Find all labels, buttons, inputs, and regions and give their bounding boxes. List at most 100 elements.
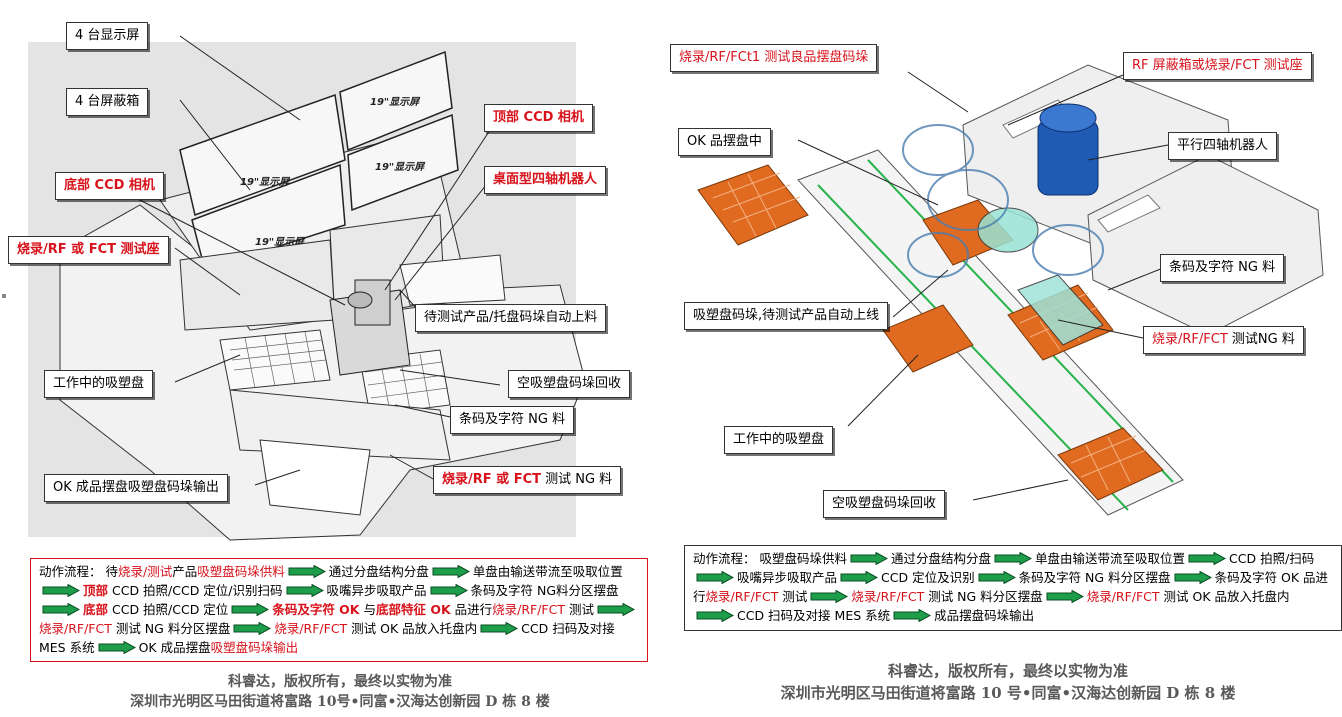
flow-text: 烧录/RF/FCT (1086, 589, 1160, 604)
callout-rf-shield: RF 屏蔽箱或烧录/FCT 测试座 (1123, 52, 1312, 80)
flow-arrow-icon (840, 571, 878, 584)
flow-arrow-icon (286, 584, 324, 597)
callout-test-seat: 烧录/RF 或 FCT 测试座 (8, 236, 169, 264)
flow-arrow-icon (994, 552, 1032, 565)
left-panel: 19"显示屏 19"显示屏 19"显示屏 19"显示屏 (0, 0, 660, 717)
footer-copyright: 科睿达，版权所有，最终以实物为准 (228, 674, 452, 690)
flow-arrow-icon (480, 622, 518, 635)
flow-text: 测试 OK 品放入托盘内 (1159, 589, 1290, 604)
footer-address: 深圳市光明区马田街道将富路 10号•同富•汉海达创新园 D 栋 8 楼 (130, 694, 550, 710)
flow-text: 吸嘴异步吸取产品 (326, 583, 427, 598)
callout-barcode-ng: 条码及字符 NG 料 (450, 406, 575, 434)
flow-arrow-icon (432, 565, 470, 578)
flow-text: 品进行 (450, 602, 493, 617)
screen-label-4: 19"显示屏 (375, 161, 426, 173)
flow-text: 成品摆盘码垛输出 (934, 608, 1035, 623)
flow-text: CCD 扫码及对接 MES 系统 (39, 621, 615, 655)
flow-text: 测试 NG 料分区摆盘 (924, 589, 1043, 604)
margin-dot (2, 294, 6, 298)
flow-text: 烧录/测试 (117, 564, 173, 579)
flow-text: 底部特征 OK (375, 602, 451, 617)
screen-label-1: 19"显示屏 (240, 176, 291, 188)
flow-arrow-icon (98, 641, 136, 654)
callout-empty-tray: 空吸塑盘码垛回收 (823, 490, 946, 518)
flow-arrow-icon (42, 603, 80, 616)
callout-test-ng-rest: 测试NG 料 (1227, 332, 1295, 347)
callout-ok-stack: 烧录/RF/FCt1 测试良品摆盘码垛 (670, 44, 878, 72)
flow-arrow-icon (597, 603, 635, 616)
right-footer: 科睿达，版权所有，最终以实物为准 深圳市光明区马田街道将富路 10 号•同富•汉… (688, 660, 1328, 704)
flow-arrow-icon (1174, 571, 1212, 584)
flow-text: 测试 (564, 602, 594, 617)
flow-arrow-icon (1188, 552, 1226, 565)
flow-text: 条码及字符 OK (272, 602, 360, 617)
callout-scara: 桌面型四轴机器人 (484, 166, 607, 194)
flow-arrow-icon (1046, 590, 1084, 603)
right-panel: 烧录/RF/FCt1 测试良品摆盘码垛 RF 屏蔽箱或烧录/FCT 测试座 OK… (668, 0, 1342, 717)
right-flow-box: 动作流程： 吸塑盘码垛供料 通过分盘结构分盘 单盘由输送带流至吸取位置 CCD 拍照/… (684, 545, 1342, 631)
flow-text: CCD 扫码及对接 MES 系统 (737, 608, 891, 623)
flow-arrow-icon (850, 552, 888, 565)
flow-text: 测试 NG 料分区摆盘 (111, 621, 231, 636)
flow-text: 条码及字符 NG 料分区摆盘 (1018, 570, 1171, 585)
flow-text: 烧录/RF/FCT (705, 589, 779, 604)
flow-arrow-icon (810, 590, 848, 603)
flow-arrow-icon (231, 603, 269, 616)
flow-arrow-icon (696, 571, 734, 584)
flow-text: CCD 拍照/扫码 (1229, 551, 1315, 566)
flow-text: 产品 (172, 564, 198, 579)
flow-text: 顶部 (83, 583, 109, 598)
flow-text: 吸塑盘码垛输出 (210, 640, 299, 655)
flow-text: 动作流程： 待 (39, 564, 118, 579)
flow-text: 烧录/RF/FCT (274, 621, 348, 636)
flow-arrow-icon (42, 584, 80, 597)
flow-text: 测试 OK 品放入托盘内 (347, 621, 478, 636)
flow-text: 吸塑盘码垛供料 (197, 564, 285, 579)
callout-barcode-ng: 条码及字符 NG 料 (1160, 254, 1285, 282)
right-machine-drawing (697, 64, 1324, 516)
callout-empty-tray: 空吸塑盘码垛回收 (508, 370, 631, 398)
callout-test-ng: 烧录/RF/FCT 测试NG 料 (1143, 326, 1304, 354)
flow-arrow-icon (430, 584, 468, 597)
flow-text: 单盘由输送带流至吸取位置 (1035, 551, 1186, 566)
callout-working-tray: 工作中的吸塑盘 (44, 370, 154, 398)
flow-text: 通过分盘结构分盘 (328, 564, 429, 579)
flow-text: 通过分盘结构分盘 (890, 551, 991, 566)
flow-text: 烧录/RF/FCT (39, 621, 112, 636)
flow-text: 底部 (83, 602, 109, 617)
callout-bottom-ccd: 底部 CCD 相机 (55, 172, 164, 200)
flow-text: 吸嘴异步吸取产品 (737, 570, 838, 585)
callout-working-tray: 工作中的吸塑盘 (724, 426, 834, 454)
callout-auto-feed: 待测试产品/托盘码垛自动上料 (415, 304, 607, 332)
callout-ok-output: OK 成品摆盘吸塑盘码垛输出 (44, 474, 228, 502)
callout-ok-stack-text: 烧录/RF/FCt1 测试良品摆盘码垛 (679, 50, 869, 65)
callout-test-ng-red: 烧录/RF 或 FCT (442, 472, 541, 487)
left-flow-box: 动作流程： 待烧录/测试产品吸塑盘码垛供料 通过分盘结构分盘 单盘由输送带流至吸取位… (30, 558, 648, 662)
flow-arrow-icon (233, 622, 271, 635)
callout-parallel-robot: 平行四轴机器人 (1168, 132, 1278, 160)
screen-label-2: 19"显示屏 (370, 96, 421, 108)
flow-text: 测试 (778, 589, 808, 604)
flow-text: 单盘由输送带流至吸取位置 (472, 564, 623, 579)
footer-copyright: 科睿达，版权所有，最终以实物为准 (887, 662, 1128, 680)
callout-shield: 4 台屏蔽箱 (66, 88, 149, 116)
flow-text: CCD 定位及识别 (881, 570, 975, 585)
callout-display: 4 台显示屏 (66, 22, 149, 50)
callout-test-ng: 烧录/RF 或 FCT 测试 NG 料 (433, 466, 622, 494)
callout-test-ng-red: 烧录/RF/FCT (1152, 332, 1228, 347)
left-footer: 科睿达，版权所有，最终以实物为准 深圳市光明区马田街道将富路 10号•同富•汉海… (30, 672, 650, 712)
flow-arrow-icon (978, 571, 1016, 584)
flow-text: OK 成品摆盘 (138, 640, 211, 655)
footer-address: 深圳市光明区马田街道将富路 10 号•同富•汉海达创新园 D 栋 8 楼 (780, 684, 1236, 702)
flow-arrow-icon (893, 609, 931, 622)
flow-text: 与 (359, 602, 376, 617)
flow-text: 动作流程： 吸塑盘码垛供料 (693, 551, 847, 566)
callout-rf-shield-text: RF 屏蔽箱或烧录/FCT 测试座 (1132, 58, 1303, 73)
flow-text: 条码及字符 NG料分区摆盘 (470, 583, 619, 598)
flow-text: 烧录/RF/FCT (851, 589, 925, 604)
callout-top-ccd: 顶部 CCD 相机 (484, 104, 593, 132)
flow-text: 条码及字符 OK 品进行 (693, 570, 1329, 604)
callout-ok-tray: OK 品摆盘中 (678, 128, 771, 156)
flow-text: CCD 拍照/CCD 定位 (108, 602, 229, 617)
flow-arrow-icon (696, 609, 734, 622)
